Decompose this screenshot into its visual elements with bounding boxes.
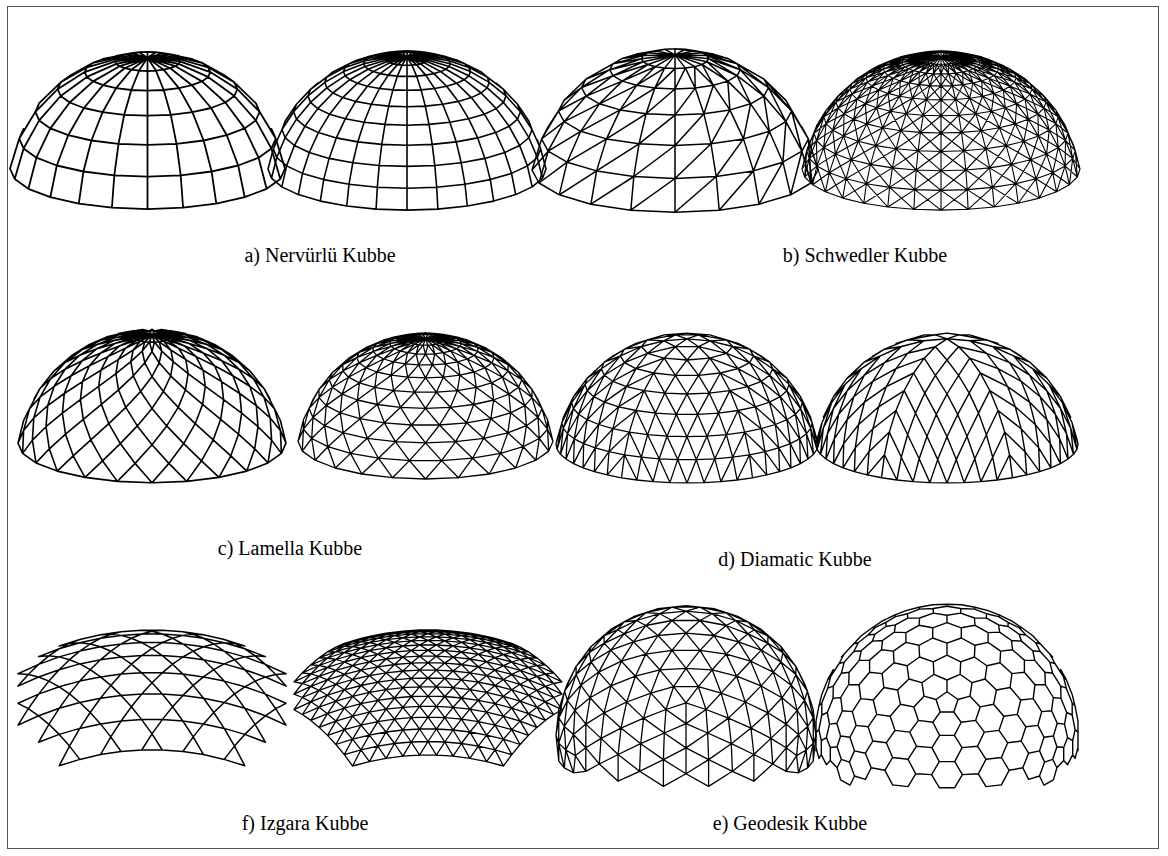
- caption-holder: e) Geodesik Kubbe: [710, 812, 870, 835]
- dome-caption: a) Nervürlü Kubbe: [241, 244, 398, 266]
- dome-caption: e) Geodesik Kubbe: [710, 812, 870, 834]
- dome-caption: d) Diamatic Kubbe: [715, 548, 874, 570]
- ribbed-dome: [268, 51, 546, 210]
- lamella-dome: [298, 333, 553, 479]
- geodesic-dome: [556, 606, 816, 787]
- caption-holder: c) Lamella Kubbe: [215, 537, 365, 560]
- ribbed-dome: [10, 52, 285, 209]
- dome-caption: c) Lamella Kubbe: [215, 537, 365, 559]
- diamatic-dome: [816, 333, 1078, 483]
- lamella-dome: [18, 329, 286, 482]
- grid-dome: [18, 630, 286, 766]
- caption-holder: a) Nervürlü Kubbe: [241, 244, 398, 267]
- diamatic-dome: [556, 333, 818, 483]
- grid-dome: [294, 630, 562, 766]
- schwedler-dome: [802, 51, 1080, 210]
- caption-holder: b) Schwedler Kubbe: [780, 244, 950, 267]
- geodesic-dome: [816, 604, 1078, 787]
- dome-caption: f) Izgara Kubbe: [239, 812, 372, 834]
- schwedler-dome: [532, 49, 818, 212]
- caption-holder: d) Diamatic Kubbe: [715, 548, 874, 571]
- dome-caption: b) Schwedler Kubbe: [780, 244, 950, 266]
- caption-holder: f) Izgara Kubbe: [239, 812, 372, 835]
- frame: [8, 7, 1159, 849]
